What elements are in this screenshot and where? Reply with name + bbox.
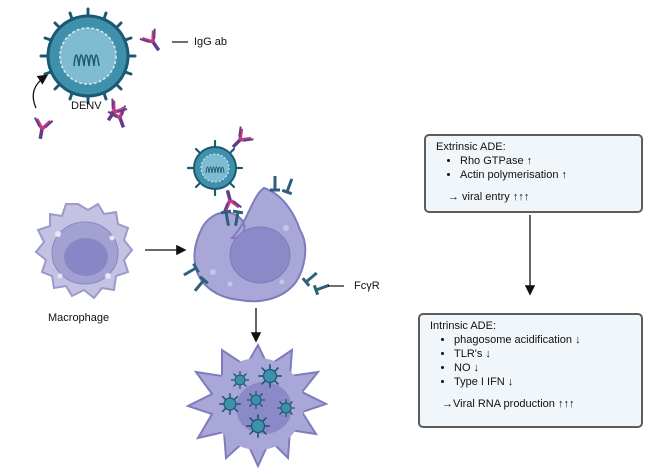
opsonized-virus bbox=[186, 139, 244, 197]
infected-cell bbox=[185, 342, 329, 469]
macrophage-label: Macrophage bbox=[48, 312, 110, 324]
extrinsic-result: → viral entry ↑↑↑ bbox=[448, 191, 530, 203]
intrinsic-item: NO ↓ bbox=[454, 361, 631, 375]
bound-antibody bbox=[224, 124, 256, 156]
extrinsic-item: Actin polymerisation ↑ bbox=[460, 168, 631, 182]
intrinsic-title: Intrinsic ADE: bbox=[430, 320, 497, 332]
igg-antibody bbox=[138, 26, 168, 58]
extrinsic-ade-box: Extrinsic ADE: Rho GTPase ↑ Actin polyme… bbox=[424, 134, 643, 213]
intrinsic-item: phagosome acidification ↓ bbox=[454, 333, 631, 347]
replicating-virus bbox=[218, 392, 242, 416]
replicating-virus bbox=[245, 413, 271, 439]
free-antibody bbox=[29, 115, 55, 143]
intrinsic-item: TLR's ↓ bbox=[454, 347, 631, 361]
intrinsic-list: phagosome acidification ↓ TLR's ↓ NO ↓ T… bbox=[430, 333, 631, 389]
replicating-virus bbox=[276, 398, 296, 418]
replicating-virus bbox=[246, 390, 266, 410]
replicating-virus bbox=[230, 370, 250, 390]
intrinsic-ade-box: Intrinsic ADE: phagosome acidification ↓… bbox=[418, 313, 643, 428]
denv-virus bbox=[39, 7, 137, 105]
denv-label: DENV bbox=[71, 100, 102, 112]
macrophage-cell bbox=[34, 202, 134, 300]
binding-macrophage bbox=[193, 186, 307, 303]
extrinsic-list: Rho GTPase ↑ Actin polymerisation ↑ bbox=[436, 154, 631, 182]
igg-label: IgG ab bbox=[194, 36, 228, 48]
extrinsic-item: Rho GTPase ↑ bbox=[460, 154, 631, 168]
fcgr-label: FcγR bbox=[354, 280, 380, 292]
replicating-virus bbox=[257, 363, 283, 389]
intrinsic-item: Type I IFN ↓ bbox=[454, 375, 631, 389]
bound-antibody bbox=[216, 186, 244, 214]
intrinsic-result: →Viral RNA production ↑↑↑ bbox=[442, 398, 575, 410]
binding-arrow bbox=[32, 74, 49, 109]
extrinsic-title: Extrinsic ADE: bbox=[436, 141, 506, 153]
